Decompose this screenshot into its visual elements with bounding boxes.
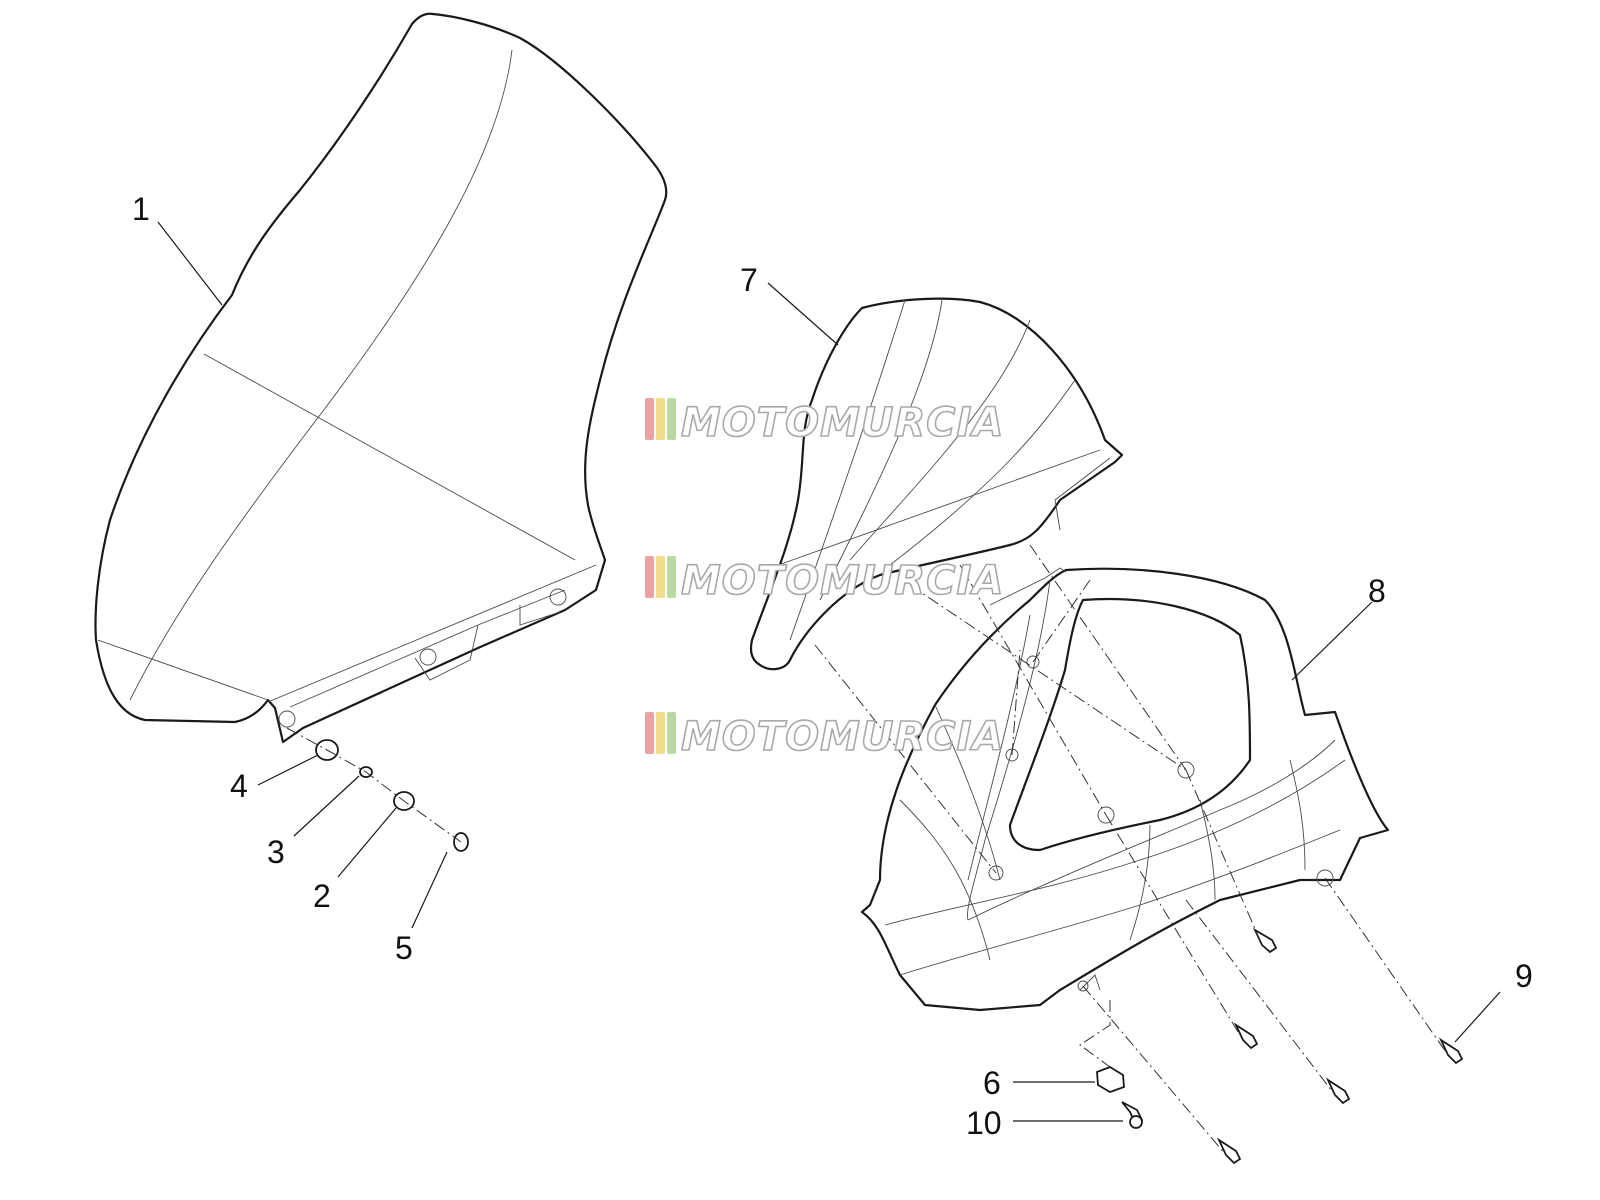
callout-1: 1 [132,191,150,227]
watermark-3: MOTOMURCIA [645,712,1004,761]
watermark-text: MOTOMURCIA [681,400,1004,446]
watermark-text: MOTOMURCIA [681,558,1004,604]
callout-9: 9 [1515,958,1533,994]
callout-2: 2 [313,878,331,914]
callout-4: 4 [230,768,248,804]
clip-part-6 [1096,1066,1125,1093]
windscreen-part-1 [94,12,668,744]
callout-labels: 1 7 8 4 3 2 5 9 6 10 [132,191,1533,1141]
watermark-2: MOTOMURCIA [645,556,1004,605]
watermark-text: MOTOMURCIA [681,714,1004,760]
left-hardware-group [286,727,469,852]
assembly-lines [814,544,1449,1156]
screw-group-part-9 [1216,927,1464,1165]
fairing-part-8 [860,567,1390,1012]
callout-leaders [157,221,1501,1122]
callout-3: 3 [267,834,285,870]
watermark-1: MOTOMURCIA [645,398,1004,447]
screw-icon [1438,1037,1464,1065]
screw-icon [1252,927,1278,954]
windscreen-part-7 [749,297,1124,671]
callout-6: 6 [983,1065,1001,1101]
screw-icon [1325,1077,1351,1105]
callout-8: 8 [1368,573,1386,609]
callout-5: 5 [395,930,413,966]
callout-10: 10 [966,1105,1002,1141]
screw-icon [1233,1022,1259,1050]
screw-icon [1216,1137,1242,1165]
callout-7: 7 [740,262,758,298]
screw-part-10 [1121,1101,1144,1129]
